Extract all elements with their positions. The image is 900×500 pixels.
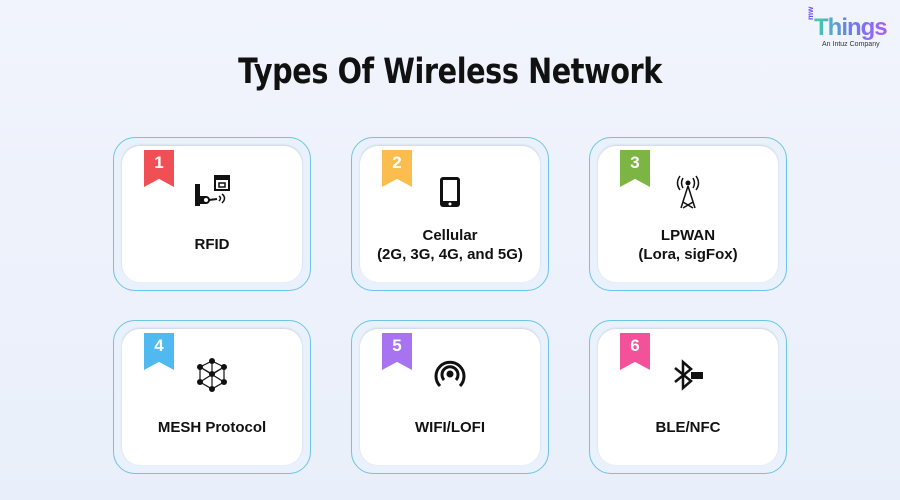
rfid-icon — [114, 174, 310, 210]
wifi-signal-icon — [352, 357, 548, 393]
card-wifi: 5 WIFI/LOFI — [351, 320, 549, 474]
logo-wordmark: Things — [814, 14, 888, 41]
card-lpwan: 3 LPWAN (Lora, sigFox) — [589, 137, 787, 291]
card-label: RFID — [194, 236, 230, 253]
page-title: Types Of Wireless Network — [238, 52, 662, 92]
card-label: Cellular — [422, 227, 478, 244]
card-mesh: 4 MESH Protocol — [113, 320, 311, 474]
card-ble-nfc: 6 BLE/NFC — [589, 320, 787, 474]
card-label: MESH Protocol — [157, 419, 267, 436]
card-sublabel: (Lora, sigFox) — [638, 246, 738, 263]
mobile-phone-icon — [352, 174, 548, 210]
card-cellular: 2 Cellular (2G, 3G, 4G, and 5G) — [351, 137, 549, 291]
card-label: LPWAN — [660, 227, 716, 244]
card-sublabel: (2G, 3G, 4G, and 5G) — [377, 246, 523, 263]
card-label: WIFI/LOFI — [415, 419, 485, 436]
mesh-network-icon — [114, 357, 310, 393]
antenna-tower-icon — [590, 174, 786, 210]
logo-tagline: An Intuz Company — [822, 41, 880, 48]
bluetooth-icon — [590, 357, 786, 393]
brand-logo: mw Things An Intuz Company — [806, 7, 888, 52]
card-label: BLE/NFC — [655, 419, 721, 436]
card-rfid: 1 RFID — [113, 137, 311, 291]
